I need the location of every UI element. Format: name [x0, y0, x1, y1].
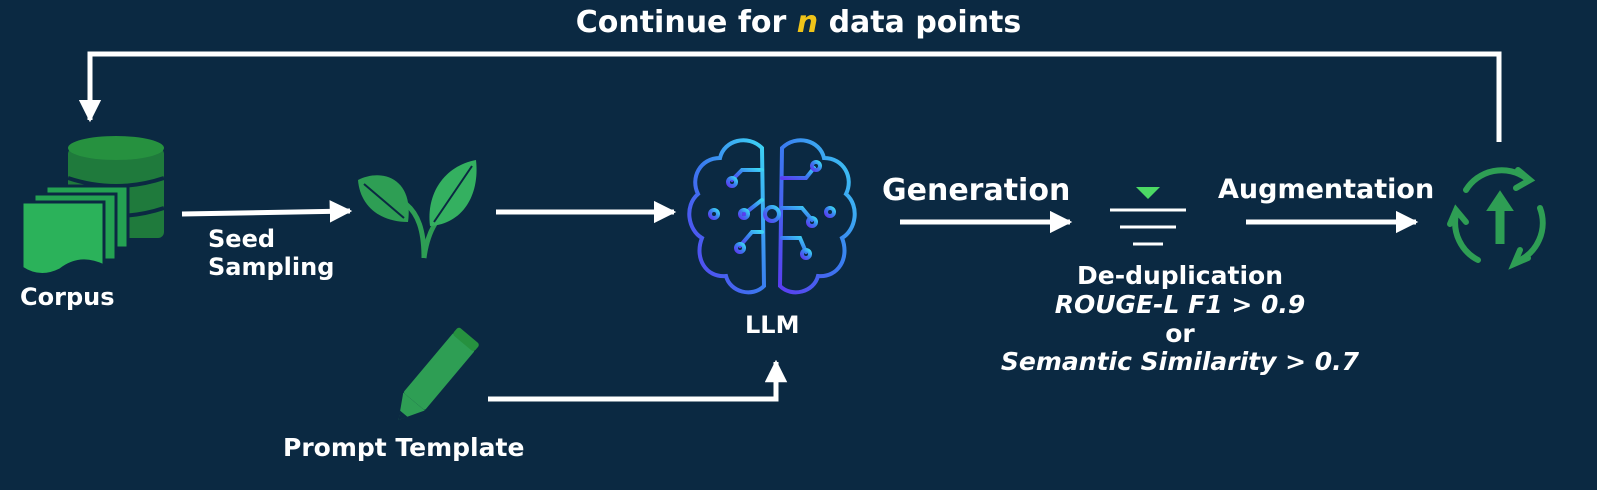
dedup-block: De-duplication ROUGE-L F1 > 0.9 or Seman…	[980, 261, 1380, 377]
loop-title-variable: n	[796, 5, 819, 40]
dedup-rule-semantic: Semantic Similarity > 0.7	[1000, 347, 1360, 377]
corpus-to-seed-arrow	[181, 200, 353, 223]
prompt-to-llm-arrow	[488, 359, 788, 402]
seed-sampling-label: Seed Sampling	[208, 225, 335, 281]
dedup-joiner: or	[1165, 318, 1195, 348]
loop-arrow	[78, 51, 1502, 142]
brain-circuit-icon	[687, 138, 857, 295]
database-documents-icon	[20, 136, 165, 276]
dedup-label: De-duplication	[1077, 261, 1283, 290]
generation-label: Generation	[882, 173, 1071, 208]
corpus-label: Corpus	[20, 283, 115, 311]
dedup-rule-rouge: ROUGE-L F1 > 0.9	[1054, 289, 1306, 319]
loop-title: Continue for n data points	[0, 5, 1597, 41]
sprout-icon	[358, 160, 477, 259]
loop-title-prefix: Continue for	[575, 5, 787, 40]
refresh-upload-icon	[1447, 167, 1546, 270]
prompt-template-label: Prompt Template	[283, 433, 525, 462]
augmentation-label: Augmentation	[1218, 174, 1435, 205]
seed-sampling-line2: Sampling	[208, 252, 335, 281]
filter-funnel-icon	[1110, 187, 1186, 246]
seed-sampling-line1: Seed	[208, 225, 276, 253]
llm-label: LLM	[745, 311, 800, 339]
pencil-icon	[398, 327, 479, 420]
loop-title-suffix: data points	[828, 5, 1022, 40]
